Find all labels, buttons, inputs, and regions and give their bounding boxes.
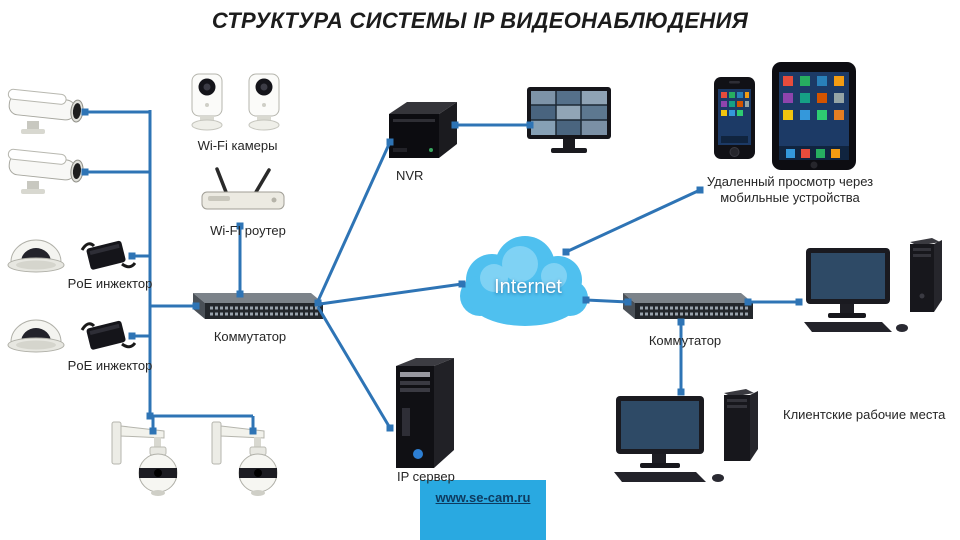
wifi-router <box>196 166 291 226</box>
tablet <box>770 60 858 177</box>
wifi-cameras-label: Wi-Fi камеры <box>197 138 278 153</box>
website-url: www.se-cam.ru <box>435 490 531 505</box>
bullet-camera-1 <box>3 84 98 144</box>
ip-server <box>388 350 463 477</box>
client-workstation <box>606 388 771 488</box>
nvr <box>383 98 461 168</box>
client-workstation-icon <box>614 389 758 482</box>
smartphone-icon <box>714 77 755 159</box>
switch-left <box>185 283 325 330</box>
bullet-camera-icon <box>7 88 84 134</box>
remote-view-label: Удаленный просмотр через мобильные устро… <box>706 174 874 206</box>
dome-camera-icon <box>7 319 65 353</box>
internet-label: Internet <box>494 276 562 298</box>
tablet-icon <box>772 62 856 170</box>
desktop-pc-icon <box>804 238 942 332</box>
surveillance-monitor <box>525 86 613 163</box>
poe-injector-label-2: PoE инжектор <box>67 358 153 373</box>
ptz-camera-icon <box>111 421 178 496</box>
switch-right <box>615 283 755 330</box>
poe-injector-icon <box>80 240 137 270</box>
client-workstations-label: Клиентские рабочие места <box>783 407 946 422</box>
website-badge: www.se-cam.ru <box>420 480 546 540</box>
wifi-camera-1 <box>183 72 231 139</box>
wifi-router-icon <box>201 167 285 210</box>
ip-server-label: IP сервер <box>397 469 455 484</box>
page-title: СТРУКТУРА СИСТЕМЫ IP ВИДЕОНАБЛЮДЕНИЯ <box>211 8 749 33</box>
poe-injector-2 <box>78 310 137 365</box>
network-switch-icon <box>623 293 753 319</box>
smartphone <box>712 76 757 166</box>
dome-camera-1 <box>5 228 67 285</box>
network-switch-icon <box>193 293 323 319</box>
server-tower-icon <box>396 358 454 468</box>
bullet-camera-2 <box>3 144 98 204</box>
wifi-router-label: Wi-FI роутер <box>210 223 286 238</box>
nvr-label: NVR <box>396 168 424 183</box>
dome-camera-icon <box>7 239 65 273</box>
switch-right-label: Коммутатор <box>648 333 722 348</box>
ptz-camera-2 <box>206 416 296 509</box>
nvr-icon <box>389 102 457 158</box>
bullet-camera-icon <box>7 148 84 194</box>
ptz-camera-1 <box>106 416 196 509</box>
wifi-camera-2 <box>240 72 288 139</box>
monitor-grid-icon <box>527 87 611 153</box>
switch-left-label: Коммутатор <box>213 329 287 344</box>
cloud-icon <box>460 236 588 326</box>
ptz-camera-icon <box>211 421 278 496</box>
internet-cloud <box>450 228 600 338</box>
poe-injector-label-1: PoE инжектор <box>67 276 153 291</box>
wifi-camera-icon <box>191 73 223 131</box>
wifi-camera-icon <box>248 73 280 131</box>
desktop-pc <box>798 236 956 339</box>
poe-injector-1 <box>78 230 137 285</box>
poe-injector-icon <box>80 320 137 350</box>
dome-camera-2 <box>5 308 67 365</box>
